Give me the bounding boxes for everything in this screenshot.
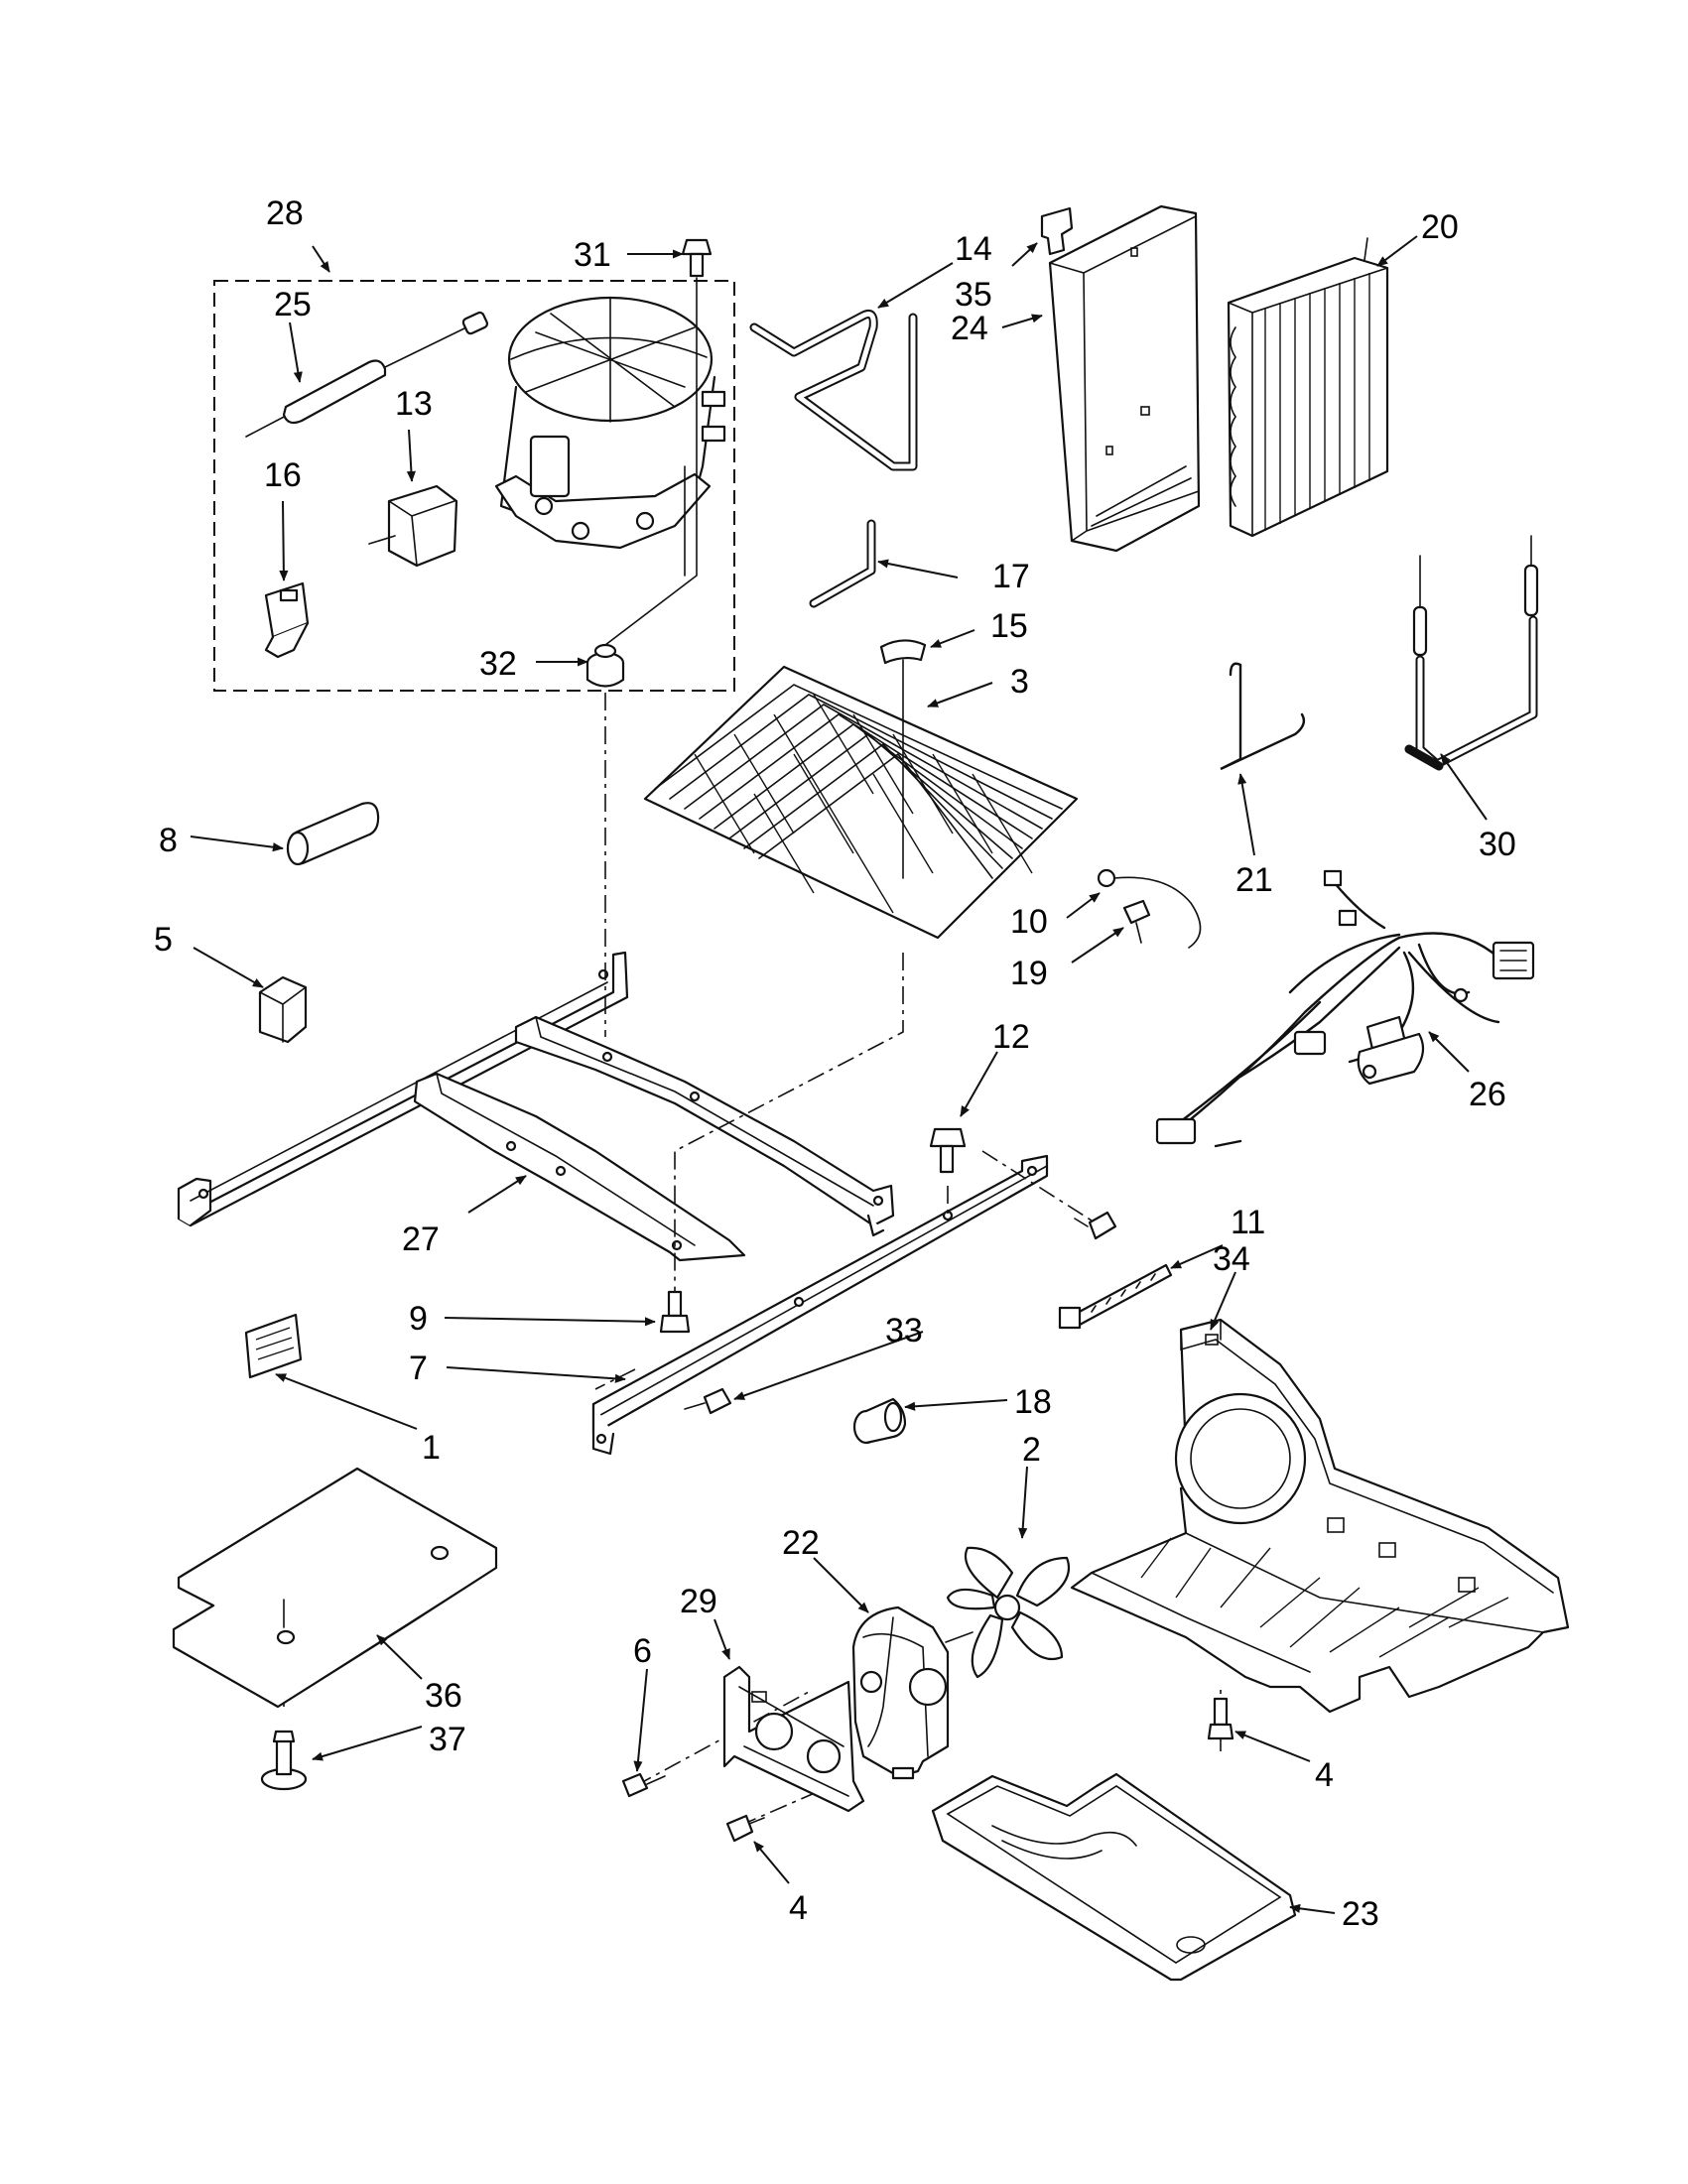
condenser-fan-blade [946, 1546, 1071, 1679]
callout-33: 33 [885, 1312, 923, 1349]
overload-protector [264, 581, 310, 659]
callout-5: 5 [154, 921, 173, 959]
callout-27: 27 [402, 1220, 440, 1258]
callout-17: 17 [992, 558, 1030, 595]
frame-rail-27 [413, 1072, 746, 1262]
frame-rail-upper [514, 1015, 895, 1237]
condenser [1227, 237, 1389, 538]
callout-1: 1 [422, 1429, 441, 1467]
callout-4-bottom: 4 [789, 1889, 808, 1927]
condenser-fan-motor [851, 1606, 974, 1780]
defrost-heater [1097, 868, 1202, 949]
drain-pan [931, 1772, 1297, 1982]
grommet [585, 643, 625, 688]
callout-19: 19 [1010, 955, 1048, 992]
machine-compartment-base [1070, 1318, 1570, 1714]
callout-29: 29 [680, 1583, 717, 1620]
callout-37: 37 [429, 1721, 466, 1758]
evaporator-clip [879, 639, 927, 665]
callout-31: 31 [574, 236, 611, 274]
callout-13: 13 [395, 385, 433, 423]
callout-10: 10 [1010, 903, 1048, 941]
callout-21: 21 [1235, 861, 1273, 899]
callout-36: 36 [425, 1677, 462, 1715]
callout-11: 11 [1231, 1204, 1265, 1241]
callout-24: 24 [951, 310, 988, 347]
base-cover-plate [172, 1467, 498, 1709]
callout-18: 18 [1014, 1383, 1052, 1421]
callout-7: 7 [409, 1349, 428, 1387]
callout-25: 25 [274, 286, 312, 323]
callout-6: 6 [633, 1632, 652, 1670]
compressor-bolt [681, 238, 713, 278]
leader-arrows [190, 235, 1488, 1914]
callout-34: 34 [1213, 1240, 1250, 1278]
bushing [852, 1397, 907, 1445]
callout-3: 3 [1010, 663, 1029, 701]
cable-tie [1058, 1263, 1173, 1330]
compressor [494, 296, 726, 550]
suction-tube [809, 519, 876, 608]
compressor-kit-group [213, 238, 735, 692]
callout-9: 9 [409, 1300, 428, 1338]
callout-30: 30 [1479, 826, 1516, 863]
screw-4-right [1207, 1697, 1234, 1740]
callout-20: 20 [1421, 208, 1459, 246]
screw-33 [684, 1387, 732, 1415]
capillary-tube-assembly [1404, 535, 1539, 771]
callout-4-right: 4 [1315, 1756, 1334, 1794]
label-plate [244, 1313, 303, 1379]
clip [1040, 206, 1074, 256]
callout-14: 14 [955, 230, 992, 268]
wire-hanger [1220, 662, 1306, 771]
screw-19 [1122, 899, 1151, 944]
screw-6 [621, 1772, 666, 1798]
screw-rail-right [1074, 1211, 1117, 1240]
tube-insulation [286, 802, 380, 866]
callout-35: 35 [955, 276, 992, 314]
callout-2: 2 [1022, 1431, 1041, 1469]
filter-drier [245, 311, 489, 438]
screw-12 [929, 1127, 967, 1174]
evaporator [643, 665, 1079, 940]
callout-labels: 28 31 14 35 20 25 13 16 24 17 15 32 3 8 … [154, 194, 1516, 1933]
wiring-harness [1155, 869, 1535, 1148]
start-relay [368, 484, 458, 568]
screw-4-bottom [725, 1814, 765, 1843]
screw-9 [659, 1290, 691, 1334]
callout-32: 32 [479, 645, 517, 683]
fan-motor-bracket [722, 1665, 865, 1813]
frame-rail-7 [591, 1154, 1049, 1456]
callout-26: 26 [1469, 1076, 1506, 1113]
screw-37 [260, 1730, 308, 1791]
callout-8: 8 [159, 822, 178, 859]
callout-16: 16 [264, 456, 302, 494]
tubing-bracket [258, 975, 308, 1044]
callout-23: 23 [1342, 1895, 1379, 1933]
callout-12: 12 [992, 1018, 1030, 1056]
callout-22: 22 [782, 1524, 820, 1562]
discharge-tube [749, 310, 918, 471]
callout-15: 15 [990, 607, 1028, 645]
condenser-shroud [1048, 204, 1201, 553]
callout-28: 28 [266, 194, 304, 232]
